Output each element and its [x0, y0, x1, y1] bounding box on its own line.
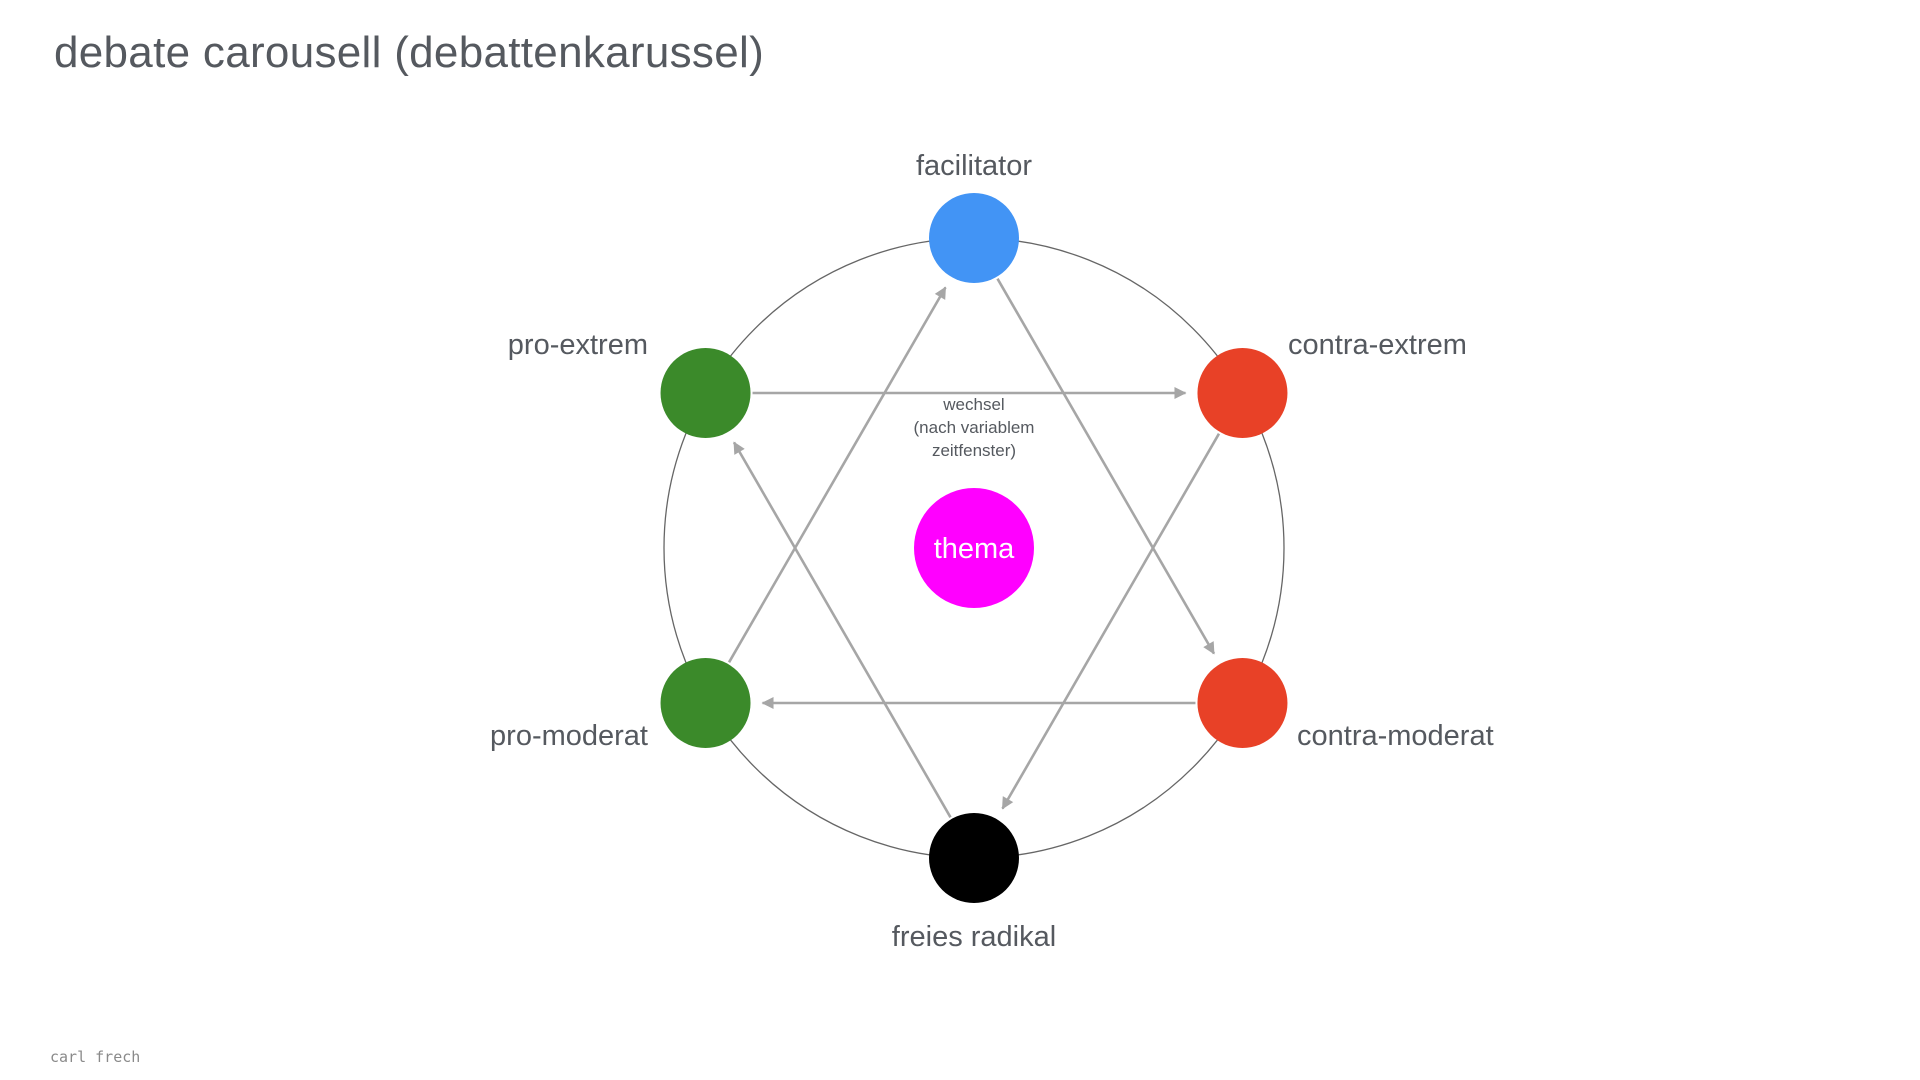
annotation-line-3: zeitfenster): [932, 441, 1016, 460]
node-freies-radikal-label: freies radikal: [892, 921, 1056, 953]
node-contra-moderat-circle: [1197, 658, 1288, 748]
node-contra-moderat: contra-moderat: [1197, 658, 1494, 752]
center-topic-circle: [914, 488, 1034, 608]
node-contra-extrem-circle: [1197, 348, 1288, 438]
node-freies-radikal-circle: [929, 813, 1019, 903]
author-credit: carl frech: [50, 1048, 141, 1066]
arrow-contra-extrem-to-freies-radikal: [1001, 433, 1221, 810]
annotation-line-2: (nach variablem: [914, 418, 1035, 437]
arrow-pro-moderat-to-facilitator: [727, 286, 947, 663]
node-pro-extrem: pro-extrem: [508, 329, 751, 438]
node-contra-moderat-label: contra-moderat: [1297, 720, 1494, 752]
node-pro-moderat-circle: [660, 658, 751, 748]
annotation-line-1: wechsel: [942, 395, 1004, 414]
center-topic-label: thema: [934, 533, 1015, 565]
arrow-freies-radikal-to-pro-extrem: [732, 441, 952, 818]
node-facilitator-circle: [929, 193, 1019, 283]
edges-layer: [727, 278, 1221, 818]
node-contra-extrem-label: contra-extrem: [1288, 329, 1467, 361]
node-contra-extrem: contra-extrem: [1197, 329, 1467, 438]
node-pro-extrem-circle: [660, 348, 751, 438]
nodes-layer: facilitator contra-extrem contra-moderat fr…: [490, 150, 1494, 953]
annotation-wechsel: wechsel (nach variablem zeitfenster): [914, 395, 1035, 460]
arrow-facilitator-to-contra-moderat: [996, 278, 1216, 655]
node-freies-radikal: freies radikal: [892, 813, 1056, 953]
node-pro-moderat-label: pro-moderat: [490, 720, 648, 752]
node-facilitator: facilitator: [916, 150, 1032, 283]
node-pro-extrem-label: pro-extrem: [508, 329, 648, 361]
center-topic: thema: [914, 488, 1034, 608]
node-facilitator-label: facilitator: [916, 150, 1032, 182]
page-title: debate carousell (debattenkarussel): [54, 28, 765, 77]
node-pro-moderat: pro-moderat: [490, 658, 751, 752]
